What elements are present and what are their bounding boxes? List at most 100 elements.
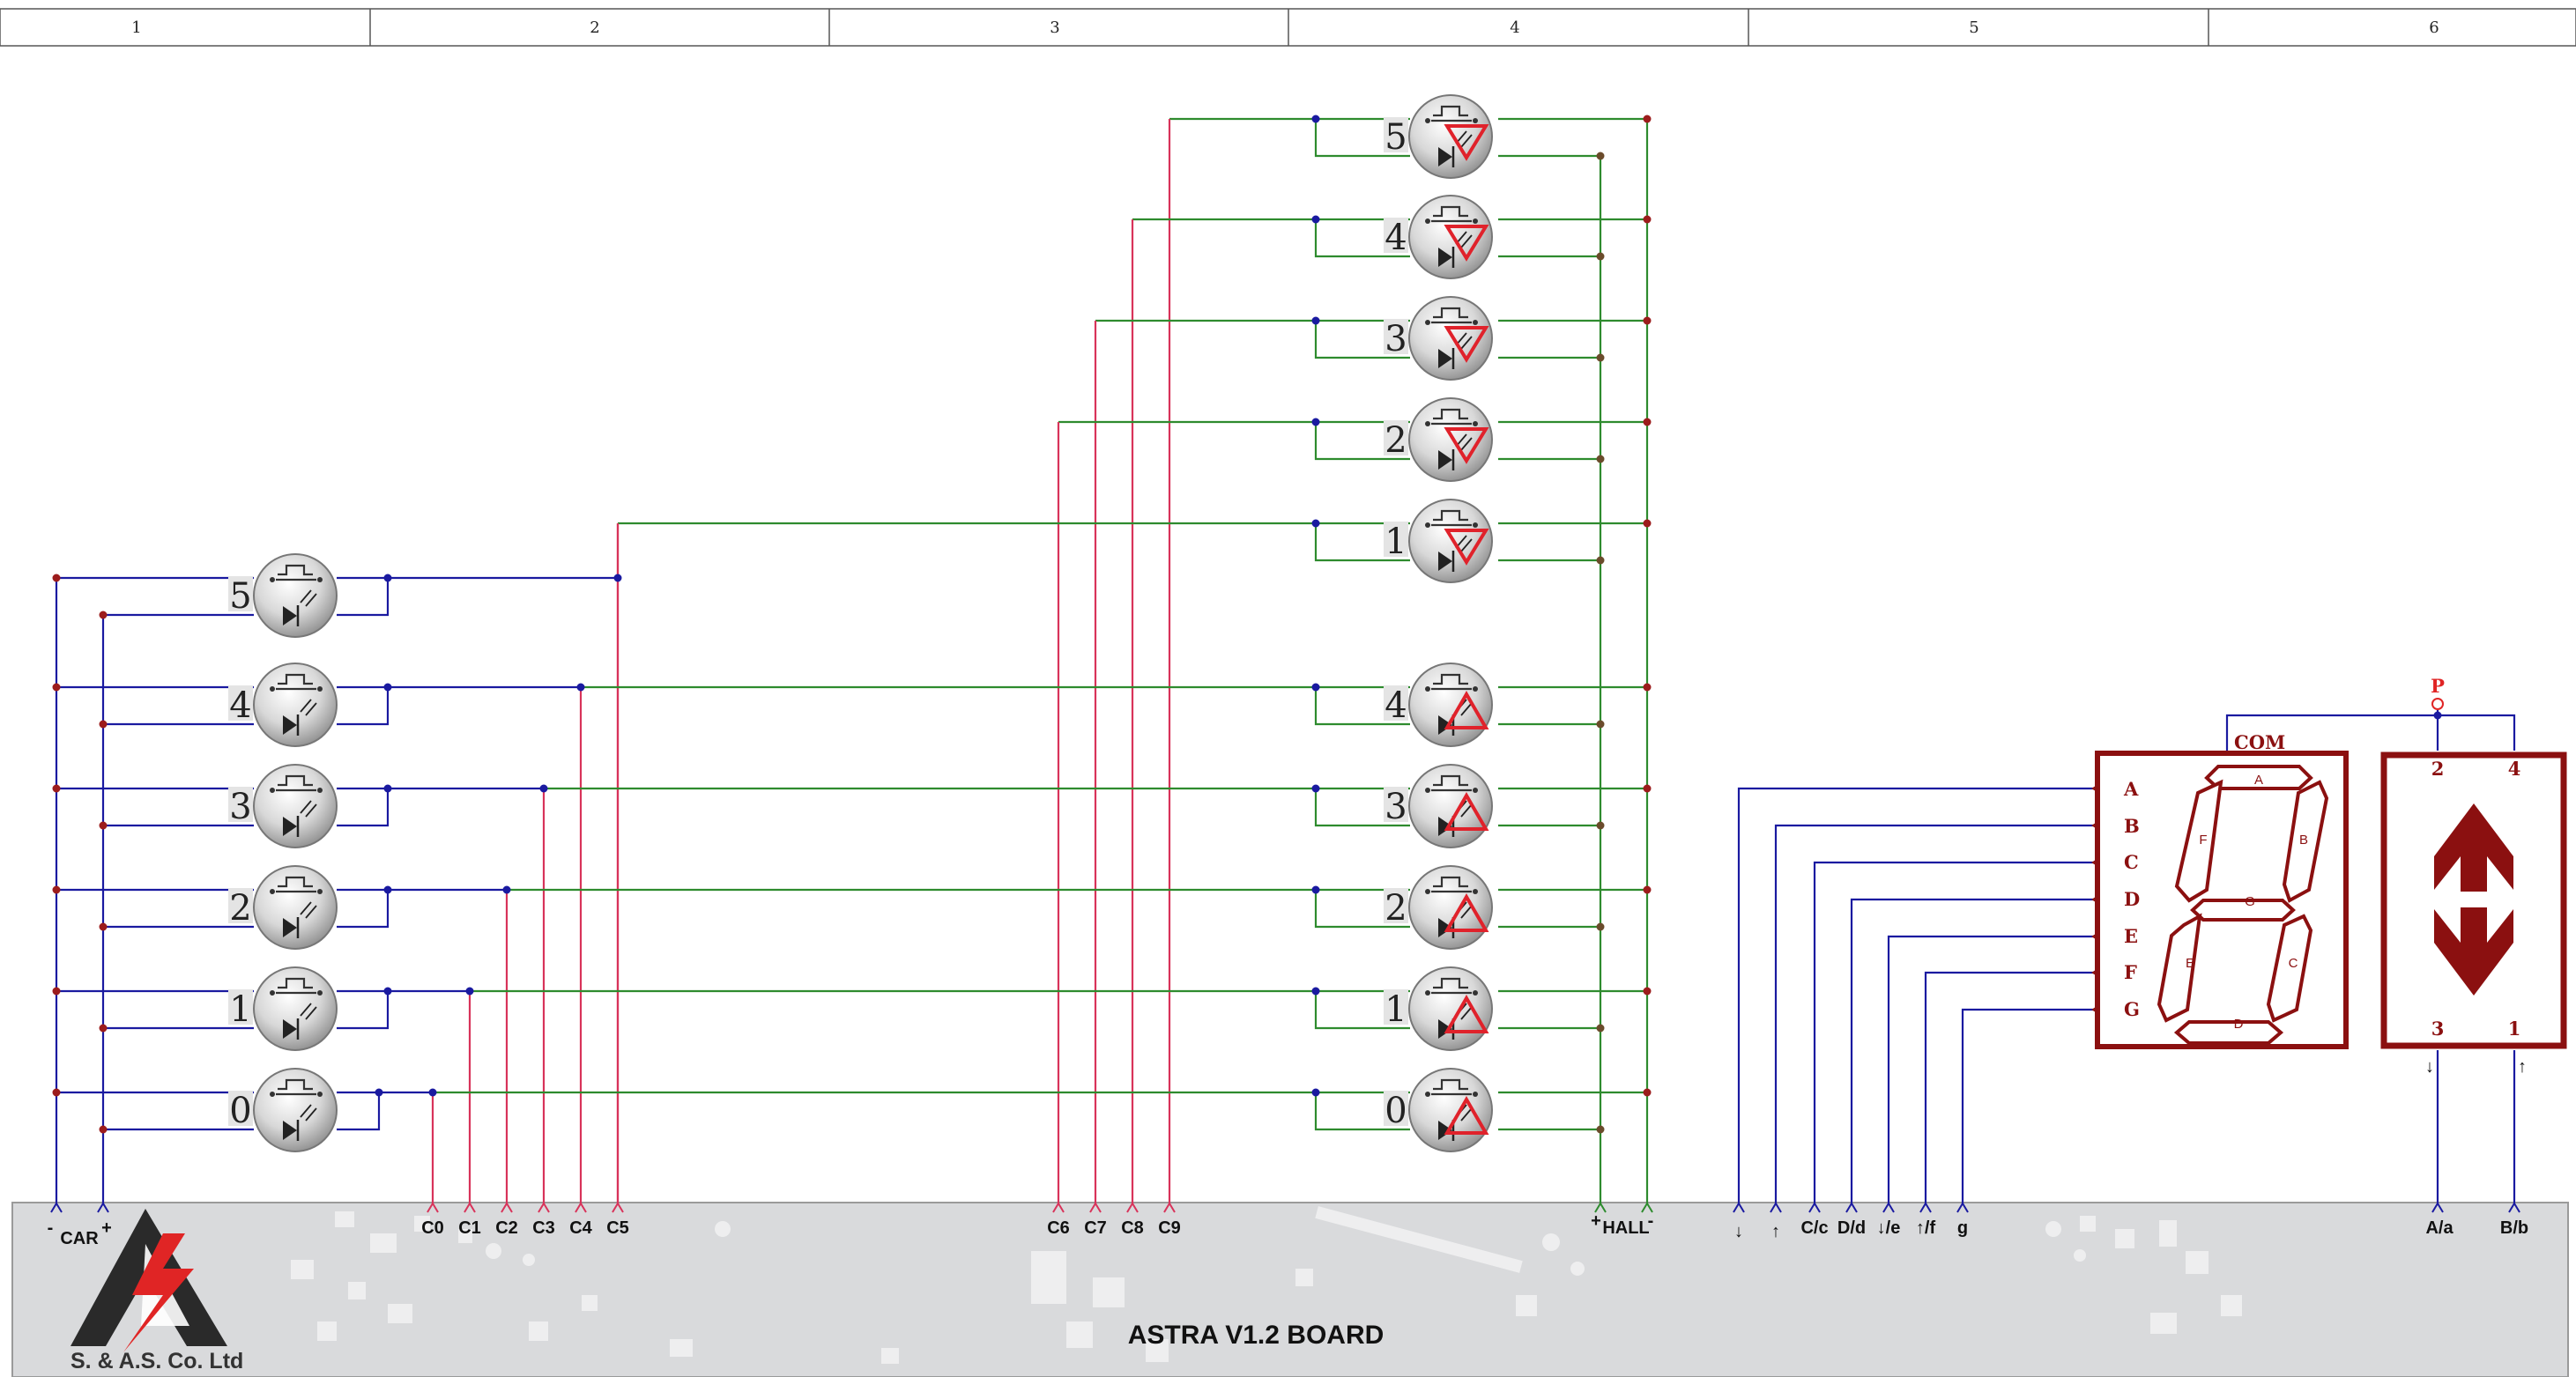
- com-label: COM: [2234, 731, 2285, 753]
- switch-contact-icon: [1433, 774, 1468, 787]
- junction-dot: [1596, 152, 1605, 160]
- floor-label-bg: [1384, 888, 1408, 923]
- floor-label-bg: [228, 1091, 253, 1126]
- up-triangle-icon: [1444, 995, 1489, 1033]
- junction-dot: [428, 1088, 437, 1097]
- segment-d: [2173, 1020, 2284, 1045]
- junction-dot: [52, 987, 61, 996]
- junction-dot: [1596, 556, 1605, 565]
- junction-dot: [1596, 455, 1605, 463]
- down-triangle-icon: [1444, 326, 1489, 363]
- switch-pin: [1473, 118, 1478, 123]
- down-mark: ↓: [2425, 1057, 2434, 1077]
- up-arrow-shape: [2434, 803, 2513, 892]
- pin-up-f: ↑/f: [1916, 1218, 1936, 1238]
- junction-dot: [52, 784, 61, 793]
- hall-minus-label: -: [1648, 1211, 1654, 1231]
- floor-number-label: 3: [1385, 787, 1407, 827]
- board-terminal: [1641, 1202, 1653, 1213]
- controller-board: S. & A.S. Co. Ltd ASTRA V1.2 BOARD: [11, 1202, 2569, 1377]
- junction-dot: [1643, 215, 1652, 224]
- com-wire: [2225, 714, 2516, 751]
- light-rays-icon: [300, 1003, 317, 1020]
- junction-dot: [1311, 885, 1320, 894]
- wiring-layer: [55, 117, 2516, 1203]
- pin-d-d: D/d: [1837, 1218, 1866, 1238]
- segment-f: [2174, 779, 2223, 903]
- column-label: 2: [590, 19, 599, 37]
- floor-label-bg: [1384, 117, 1408, 152]
- wire: [1314, 1092, 1410, 1131]
- board-terminal: [1733, 1202, 1745, 1213]
- pin-down-arrow: ↓: [1734, 1222, 1743, 1241]
- junction-dot: [1596, 922, 1605, 931]
- floor-label-bg: [228, 576, 253, 611]
- junction-dot: [383, 987, 392, 996]
- switch-pin: [317, 686, 323, 692]
- switch-pin: [1473, 522, 1478, 528]
- board-title: ASTRA V1.2 BOARD: [1128, 1321, 1385, 1350]
- lamp-diode-icon: [1438, 715, 1452, 735]
- wire: [1314, 687, 1410, 726]
- down-arrow-shape: [2434, 907, 2513, 996]
- switch-pin: [1425, 788, 1430, 793]
- switch-pin: [1473, 421, 1478, 426]
- switch-contact-icon: [1433, 307, 1468, 319]
- wire: [337, 989, 390, 1030]
- pin-label-g: G: [2124, 998, 2140, 1020]
- segments: [2157, 765, 2329, 1045]
- board-terminal: [1163, 1202, 1176, 1213]
- hall-up-button-3: 3: [1384, 764, 1493, 848]
- junction-dot: [1311, 987, 1320, 996]
- junction-dot: [1311, 1088, 1320, 1097]
- pin-a-a: A/a: [2425, 1218, 2454, 1238]
- direction-arrow-display: 2 4 3 1 P ↓ ↑: [2380, 675, 2567, 1077]
- lamp-diode-icon: [283, 715, 297, 735]
- junction-dot: [1596, 821, 1605, 830]
- junction-dot: [1311, 215, 1320, 224]
- floor-label-bg: [228, 685, 253, 721]
- pin-label-d: D: [2124, 888, 2140, 910]
- wire: [337, 576, 390, 617]
- switch-contact-icon: [278, 1078, 313, 1091]
- wire: [337, 1091, 381, 1131]
- car-plus-label: +: [101, 1218, 112, 1238]
- segment-label-g: G: [2245, 894, 2255, 909]
- floor-label-bg: [1384, 522, 1408, 557]
- switch-pin: [1425, 686, 1430, 692]
- floor-number-label: 2: [1385, 888, 1407, 929]
- junction-dot: [99, 611, 108, 619]
- button-body: [1408, 94, 1493, 179]
- board-terminal: [612, 1202, 624, 1213]
- junction-dot: [99, 1024, 108, 1033]
- wire: [1314, 991, 1410, 1030]
- segment-a: [2204, 765, 2313, 790]
- pin-label-b: B: [2124, 815, 2140, 837]
- board-terminal: [501, 1202, 513, 1213]
- switch-contact-icon: [1433, 509, 1468, 522]
- segment-wire: [1961, 1008, 2093, 1203]
- hall-label: HALL: [1602, 1218, 1649, 1238]
- board-terminal: [1126, 1202, 1139, 1213]
- down-triangle-icon: [1444, 124, 1489, 161]
- junction-dot: [1643, 683, 1652, 692]
- light-rays-icon: [300, 699, 317, 716]
- button-body: [1408, 397, 1493, 482]
- junction-dot: [52, 683, 61, 692]
- switch-contact-icon: [278, 564, 313, 576]
- segment-label-d: D: [2234, 1017, 2244, 1032]
- column-label: 3: [1050, 19, 1059, 37]
- switch-contact-icon: [278, 977, 313, 989]
- pin-label-e: E: [2124, 925, 2138, 947]
- wire: [337, 685, 390, 726]
- wire: [1314, 321, 1410, 359]
- board-terminal: [575, 1202, 587, 1213]
- button-body: [253, 663, 338, 747]
- junction-dot: [1596, 353, 1605, 362]
- switch-pin: [1425, 421, 1430, 426]
- junction-dot: [1311, 115, 1320, 123]
- junction-dot: [99, 720, 108, 729]
- board-pin-labels: - CAR + C0 C1 C2 C3 C4 C5 C6 C7 C8 C9 + …: [48, 1211, 2528, 1248]
- switch-pin: [1473, 788, 1478, 793]
- pin-c9: C9: [1158, 1218, 1181, 1238]
